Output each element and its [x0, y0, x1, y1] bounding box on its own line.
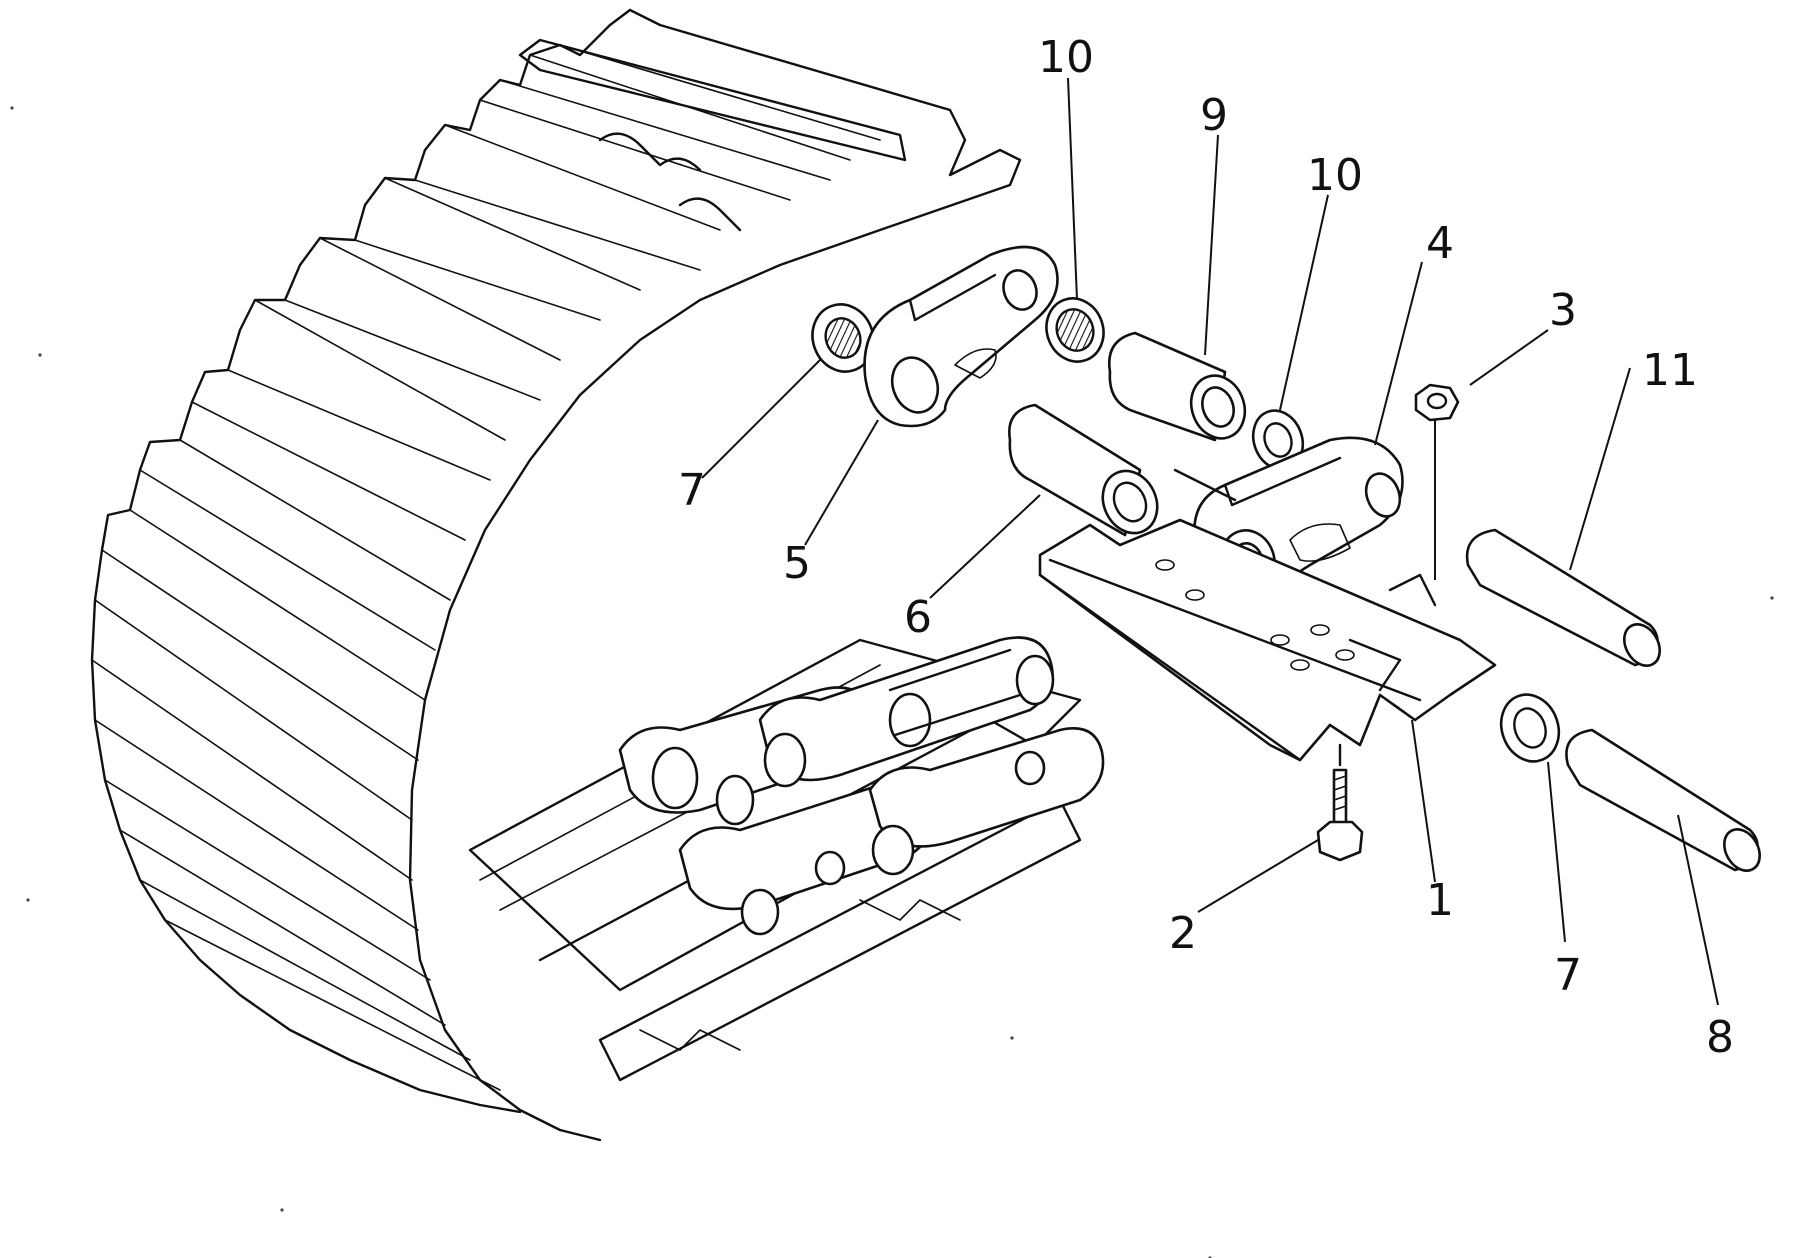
callout-1: 1 — [1426, 875, 1454, 926]
callout-4: 4 — [1426, 218, 1454, 269]
bolt-2 — [1316, 743, 1364, 862]
link-plate-left — [863, 245, 1059, 428]
leader-lines — [701, 77, 1719, 1006]
callout-10-lower: 10 — [1307, 150, 1363, 201]
callout-5: 5 — [783, 538, 811, 589]
callout-7-upper: 7 — [678, 465, 706, 516]
track-chain-assembly — [90, 8, 1105, 1142]
seal-ring-10-upper — [1045, 297, 1105, 363]
callout-8: 8 — [1706, 1012, 1734, 1063]
nut-3 — [1414, 383, 1460, 422]
bushing-6 — [1007, 403, 1159, 537]
pin-8 — [1565, 728, 1761, 872]
scan-specks — [10, 106, 1774, 1258]
callout-3: 3 — [1549, 285, 1577, 336]
callout-7-lower: 7 — [1554, 950, 1582, 1001]
seal-ring-upper — [811, 303, 875, 373]
callout-9: 9 — [1200, 90, 1228, 141]
callout-labels: 10 9 10 4 3 11 7 5 6 1 2 7 8 — [678, 32, 1734, 1063]
callout-11: 11 — [1642, 345, 1698, 396]
callout-2: 2 — [1169, 908, 1197, 959]
seal-ring-lower — [1499, 693, 1561, 763]
track-shoe-plate — [1038, 518, 1497, 762]
bushing-9 — [1107, 331, 1247, 442]
pin-11 — [1465, 528, 1661, 667]
callout-10-upper: 10 — [1038, 32, 1094, 83]
callout-6: 6 — [904, 592, 932, 643]
